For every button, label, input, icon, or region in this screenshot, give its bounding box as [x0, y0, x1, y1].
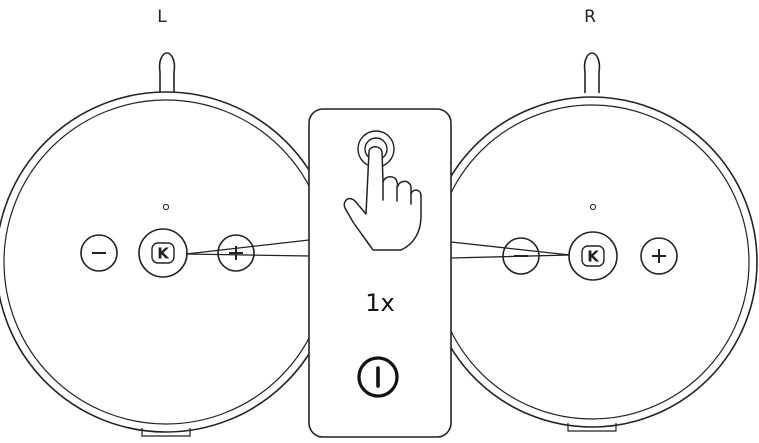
callout-lines	[185, 239, 571, 259]
right-speaker-foot	[567, 423, 617, 432]
right-speaker: R K	[426, 7, 758, 432]
right-plus-button[interactable]	[640, 237, 678, 275]
left-strap-loop	[158, 52, 176, 93]
left-brand-button[interactable]: K	[138, 228, 188, 278]
left-speaker-label: L	[157, 7, 167, 27]
press-count-label: 1x	[365, 289, 394, 317]
left-speaker: L K	[0, 7, 337, 437]
right-brand-button[interactable]: K	[568, 231, 618, 281]
right-callout-line	[450, 241, 571, 259]
right-brand-glyph: K	[587, 248, 600, 266]
left-status-led	[162, 203, 170, 211]
left-brand-glyph: K	[157, 245, 170, 263]
left-minus-button[interactable]	[80, 234, 118, 272]
left-plus-button[interactable]	[217, 234, 255, 272]
power-icon	[357, 356, 399, 398]
right-strap-loop	[583, 52, 601, 93]
left-speaker-foot	[141, 428, 191, 437]
right-status-led	[589, 203, 597, 211]
instruction-panel: 1x	[308, 108, 452, 438]
right-speaker-label: R	[584, 7, 596, 27]
left-callout-line	[185, 239, 310, 257]
finger-press-icon	[343, 146, 422, 251]
